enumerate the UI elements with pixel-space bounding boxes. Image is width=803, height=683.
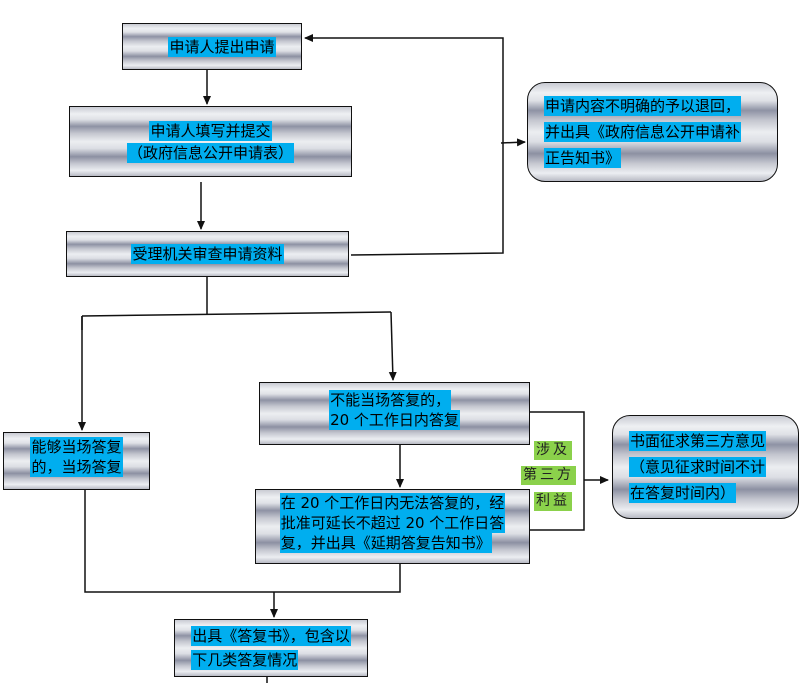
node-review: 受理机关审查申请资料 <box>66 231 349 277</box>
node-return-line-3: 正告知书》 <box>544 148 622 168</box>
arrow-to-return-box <box>500 138 526 147</box>
node-apply-text: 申请人提出申请 <box>168 36 276 57</box>
node-return-line-2: 并出具《政府信息公开申请补 <box>544 122 742 142</box>
node-return-unclear: 申请内容不明确的予以退回， 并出具《政府信息公开申请补 正告知书》 <box>527 82 778 182</box>
condition-label-line-3: 利益 <box>534 492 572 511</box>
node-third-party-line-1: 书面征求第三方意见 <box>629 431 767 451</box>
node-third-party-line-3: 在答复时间内） <box>629 483 737 503</box>
node-reply-now-line-1: 能够当场答复 <box>30 437 123 457</box>
node-cannot-reply-now: 不能当场答复的， 20 个工作日内答复 <box>259 382 530 445</box>
arrow-review-loop-to-apply <box>304 34 504 256</box>
node-reply-now: 能够当场答复 的，当场答复 <box>3 432 150 490</box>
line-merge <box>84 490 401 593</box>
node-third-party: 书面征求第三方意见 （意见征求时间不计 在答复时间内） <box>612 415 799 519</box>
node-issue-reply: 出具《答复书》，包含以 下几类答复情况 <box>174 619 368 677</box>
node-fill-form-line-1: 申请人填写并提交 <box>149 120 272 141</box>
arrow-to-cannot-reply <box>388 311 397 381</box>
condition-label-line-2: 第三方 <box>521 466 576 485</box>
line-third-party-bracket <box>530 411 585 531</box>
node-cannot-line-1: 不能当场答复的， <box>329 389 452 410</box>
node-cannot-line-2: 20 个工作日内答复 <box>329 409 460 430</box>
condition-label-line-1: 涉及 <box>534 441 572 460</box>
node-extension-line-3: 复，并出具《延期答复告知书》 <box>279 532 492 553</box>
node-extension: 在 20 个工作日内无法答复的，经 批准可延长不超过 20 个工作日答 复，并出… <box>255 489 530 564</box>
node-extension-line-2: 批准可延长不超过 20 个工作日答 <box>279 512 506 533</box>
node-third-party-line-2: （意见征求时间不计 <box>629 457 767 477</box>
node-fill-form-line-2: （政府信息公开申请表） <box>126 142 294 163</box>
node-apply: 申请人提出申请 <box>122 23 302 70</box>
node-review-text: 受理机关审查申请资料 <box>131 244 284 264</box>
node-return-line-1: 申请内容不明确的予以退回， <box>544 96 742 116</box>
line-split-horizontal <box>81 311 392 317</box>
node-extension-line-1: 在 20 个工作日内无法答复的，经 <box>279 492 506 513</box>
node-reply-now-line-2: 的，当场答复 <box>30 457 123 477</box>
node-issue-reply-line-2: 下几类答复情况 <box>191 650 299 670</box>
node-fill-form: 申请人填写并提交 （政府信息公开申请表） <box>69 106 352 177</box>
node-issue-reply-line-1: 出具《答复书》，包含以 <box>191 626 351 646</box>
